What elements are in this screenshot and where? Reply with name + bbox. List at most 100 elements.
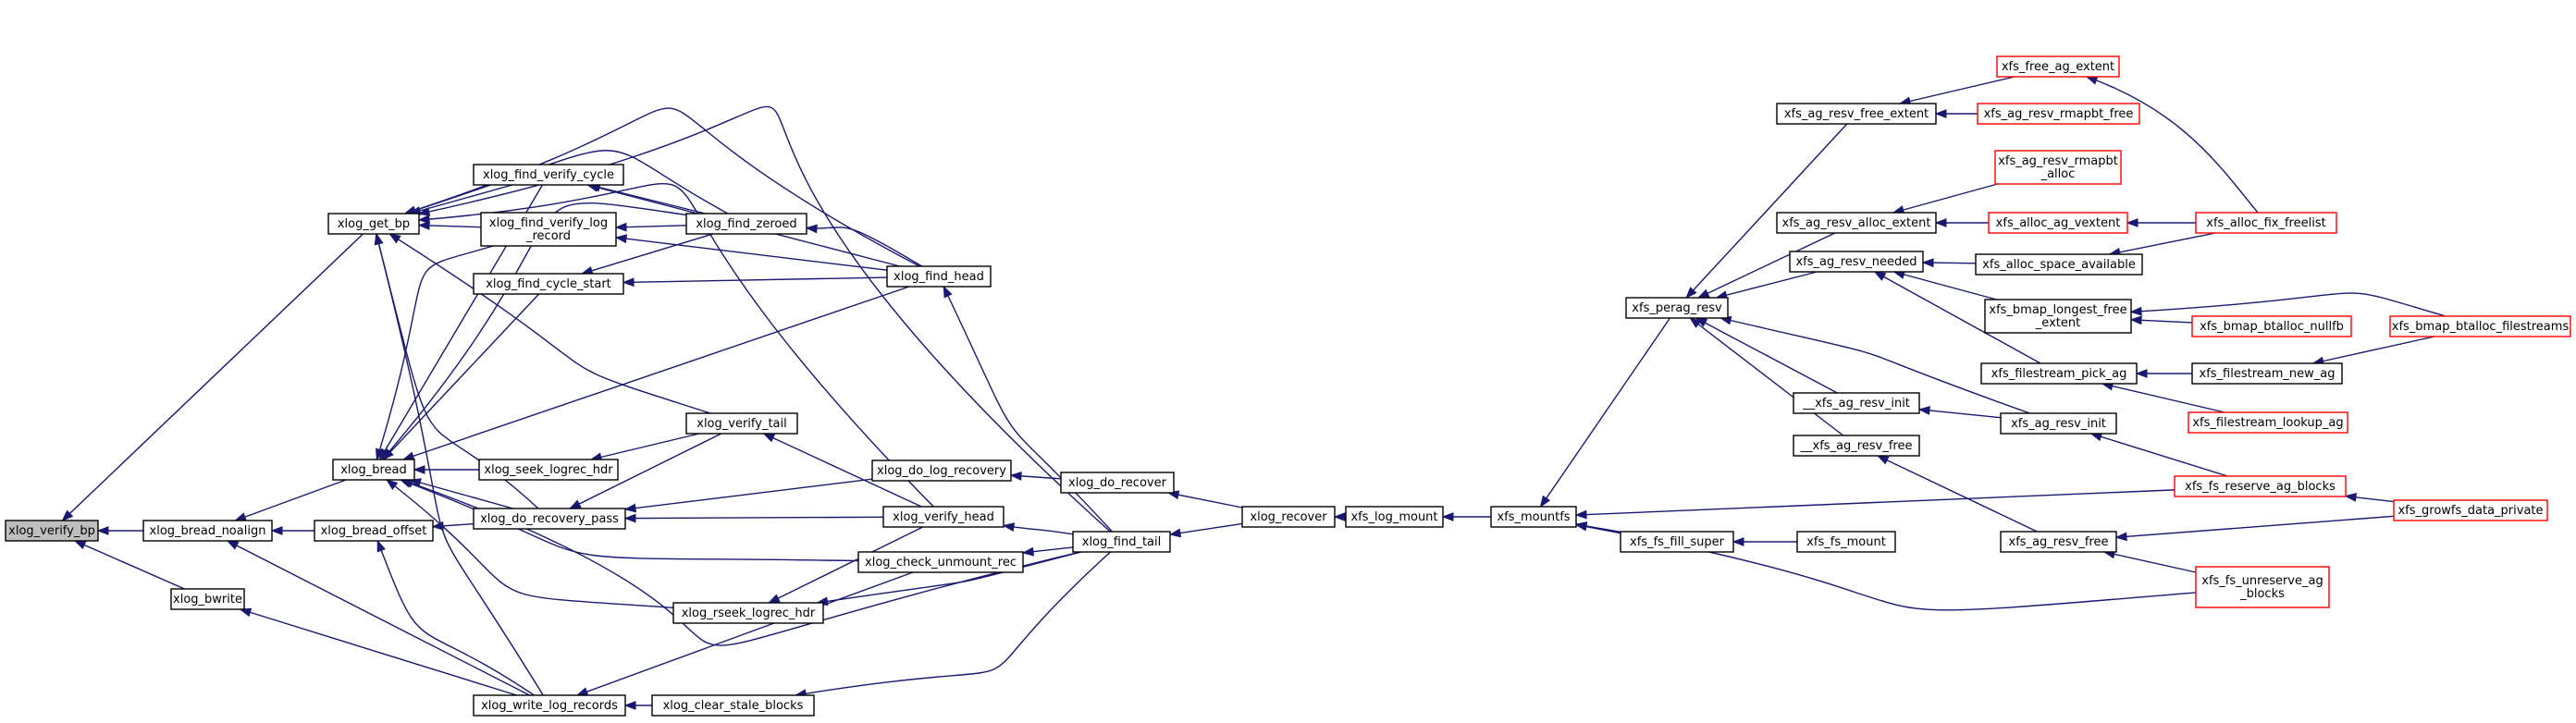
node-box-xfs_mountfs[interactable]	[1490, 506, 1577, 528]
node-xfs_bmap_btalloc_filestreams[interactable]: xfs_bmap_btalloc_filestreams	[2389, 315, 2571, 337]
node-box-xlog_do_recovery_pass[interactable]	[473, 508, 626, 530]
node-xlog_find_zeroed[interactable]: xlog_find_zeroed	[685, 213, 807, 235]
node-xlog_do_log_recovery[interactable]: xlog_do_log_recovery	[871, 460, 1012, 482]
node-xlog_write_log_records[interactable]: xlog_write_log_records	[473, 694, 626, 717]
node-xlog_clear_stale_blocks[interactable]: xlog_clear_stale_blocks	[651, 694, 815, 717]
node-xfs_growfs_data_private[interactable]: xfs_growfs_data_private	[2393, 499, 2548, 521]
node-box-xfs_alloc_fix_freelist[interactable]	[2195, 212, 2337, 234]
node-xfs_alloc_ag_vextent[interactable]: xfs_alloc_ag_vextent	[1988, 212, 2128, 234]
node-xlog_find_verify_log_record[interactable]: xlog_find_verify_log_record	[480, 212, 617, 247]
node-xlog_do_recover[interactable]: xlog_do_recover	[1060, 472, 1175, 494]
node-box-xlog_do_log_recovery[interactable]	[871, 460, 1012, 482]
node-box-xfs_perag_resv[interactable]	[1625, 297, 1729, 319]
node-xfs_log_mount[interactable]: xfs_log_mount	[1345, 506, 1444, 528]
node-xfs_filestream_lookup_ag[interactable]: xfs_filestream_lookup_ag	[2188, 411, 2348, 434]
node-box-xfs_bmap_btalloc_filestreams[interactable]	[2389, 315, 2571, 337]
node-xfs_ag_resv_free[interactable]: xfs_ag_resv_free	[2000, 531, 2117, 553]
node-box-xlog_bread[interactable]	[332, 459, 415, 481]
node-box-xfs_filestream_pick_ag[interactable]	[1980, 362, 2138, 385]
node-box-xfs_fs_reserve_ag_blocks[interactable]	[2174, 475, 2347, 497]
node-xfs_ag_resv_init[interactable]: xfs_ag_resv_init	[2000, 412, 2117, 435]
node-box-xlog_clear_stale_blocks[interactable]	[651, 694, 815, 717]
node-box-xlog_do_recover[interactable]	[1060, 472, 1175, 494]
node-box-xfs_free_ag_extent[interactable]	[1996, 55, 2120, 78]
node-xlog_get_bp[interactable]: xlog_get_bp	[327, 213, 420, 235]
node-xlog_bread_offset[interactable]: xlog_bread_offset	[314, 520, 434, 542]
node-box-xfs_alloc_ag_vextent[interactable]	[1988, 212, 2128, 234]
node-box-xfs_ag_resv_rmapbt_free[interactable]	[1977, 103, 2140, 125]
node-xfs_ag_resv_free_extent[interactable]: xfs_ag_resv_free_extent	[1776, 103, 1937, 125]
node-box-xlog_find_verify_cycle[interactable]	[473, 164, 624, 186]
node-xlog_find_head[interactable]: xlog_find_head	[886, 265, 992, 288]
node-box-xlog_bread_offset[interactable]	[314, 520, 434, 542]
node-box-xlog_seek_logrec_hdr[interactable]	[478, 459, 619, 481]
node-__xfs_ag_resv_init[interactable]: __xfs_ag_resv_init	[1793, 392, 1920, 414]
node-xlog_find_tail[interactable]: xlog_find_tail	[1072, 531, 1171, 553]
node-box-xfs_ag_resv_free_extent[interactable]	[1776, 103, 1937, 125]
node-xfs_free_ag_extent[interactable]: xfs_free_ag_extent	[1996, 55, 2120, 78]
node-box-xfs_growfs_data_private[interactable]	[2393, 499, 2548, 521]
node-box-xfs_bmap_longest_free_extent[interactable]	[1984, 299, 2132, 334]
node-xlog_bread[interactable]: xlog_bread	[332, 459, 415, 481]
node-xfs_ag_resv_alloc_extent[interactable]: xfs_ag_resv_alloc_extent	[1776, 212, 1937, 234]
node-xfs_bmap_longest_free_extent[interactable]: xfs_bmap_longest_free_extent	[1984, 299, 2132, 334]
node-box-xfs_alloc_space_available[interactable]	[1975, 253, 2143, 276]
node-box-xfs_fs_mount[interactable]	[1796, 531, 1896, 553]
node-xlog_rseek_logrec_hdr[interactable]: xlog_rseek_logrec_hdr	[672, 602, 824, 624]
node-box-xlog_find_zeroed[interactable]	[685, 213, 807, 235]
node-xlog_check_unmount_rec[interactable]: xlog_check_unmount_rec	[857, 551, 1024, 573]
node-box-xfs_ag_resv_init[interactable]	[2000, 412, 2117, 435]
node-xfs_filestream_pick_ag[interactable]: xfs_filestream_pick_ag	[1980, 362, 2138, 385]
node-box-xlog_bwrite[interactable]	[170, 588, 245, 610]
node-box-xlog_find_verify_log_record[interactable]	[480, 212, 617, 247]
node-box-xlog_check_unmount_rec[interactable]	[857, 551, 1024, 573]
node-xfs_alloc_space_available[interactable]: xfs_alloc_space_available	[1975, 253, 2143, 276]
node-box-xlog_verify_head[interactable]	[882, 506, 1005, 528]
node-xfs_fs_reserve_ag_blocks[interactable]: xfs_fs_reserve_ag_blocks	[2174, 475, 2347, 497]
node-box-xlog_rseek_logrec_hdr[interactable]	[672, 602, 824, 624]
node-xfs_perag_resv[interactable]: xfs_perag_resv	[1625, 297, 1729, 319]
node-box-xlog_verify_tail[interactable]	[685, 412, 798, 435]
node-xlog_seek_logrec_hdr[interactable]: xlog_seek_logrec_hdr	[478, 459, 619, 481]
node-xlog_find_verify_cycle[interactable]: xlog_find_verify_cycle	[473, 164, 624, 186]
node-xfs_fs_unreserve_ag_blocks[interactable]: xfs_fs_unreserve_ag_blocks	[2195, 566, 2330, 608]
node-xfs_fs_fill_super[interactable]: xfs_fs_fill_super	[1620, 531, 1734, 553]
node-box-xlog_verify_bp[interactable]	[5, 520, 99, 542]
node-box-xlog_recover[interactable]	[1241, 506, 1336, 528]
node-box-xfs_ag_resv_needed[interactable]	[1789, 251, 1924, 273]
node-box-xfs_filestream_lookup_ag[interactable]	[2188, 411, 2348, 434]
node-xfs_filestream_new_ag[interactable]: xfs_filestream_new_ag	[2191, 362, 2343, 385]
node-box-__xfs_ag_resv_init[interactable]	[1793, 392, 1920, 414]
node-xfs_ag_resv_rmapbt_free[interactable]: xfs_ag_resv_rmapbt_free	[1977, 103, 2140, 125]
node-xfs_fs_mount[interactable]: xfs_fs_mount	[1796, 531, 1896, 553]
node-xlog_find_cycle_start[interactable]: xlog_find_cycle_start	[473, 273, 624, 295]
node-box-xfs_bmap_btalloc_nullfb[interactable]	[2191, 315, 2352, 337]
node-box-xlog_find_head[interactable]	[886, 265, 992, 288]
node-xlog_recover[interactable]: xlog_recover	[1241, 506, 1336, 528]
node-box-__xfs_ag_resv_free[interactable]	[1793, 435, 1920, 457]
node-box-xfs_fs_unreserve_ag_blocks[interactable]	[2195, 566, 2330, 608]
node-__xfs_ag_resv_free[interactable]: __xfs_ag_resv_free	[1793, 435, 1920, 457]
node-box-xfs_ag_resv_rmapbt_alloc[interactable]	[1994, 150, 2122, 185]
node-box-xlog_bread_noalign[interactable]	[142, 520, 273, 542]
node-xlog_verify_tail[interactable]: xlog_verify_tail	[685, 412, 798, 435]
node-xlog_do_recovery_pass[interactable]: xlog_do_recovery_pass	[473, 508, 626, 530]
node-box-xfs_ag_resv_free[interactable]	[2000, 531, 2117, 553]
node-xfs_ag_resv_needed[interactable]: xfs_ag_resv_needed	[1789, 251, 1924, 273]
node-xfs_alloc_fix_freelist[interactable]: xfs_alloc_fix_freelist	[2195, 212, 2337, 234]
node-xfs_bmap_btalloc_nullfb[interactable]: xfs_bmap_btalloc_nullfb	[2191, 315, 2352, 337]
node-box-xlog_get_bp[interactable]	[327, 213, 420, 235]
node-xlog_bwrite[interactable]: xlog_bwrite	[170, 588, 245, 610]
node-xlog_bread_noalign[interactable]: xlog_bread_noalign	[142, 520, 273, 542]
node-box-xlog_write_log_records[interactable]	[473, 694, 626, 717]
node-box-xlog_find_cycle_start[interactable]	[473, 273, 624, 295]
node-box-xfs_fs_fill_super[interactable]	[1620, 531, 1734, 553]
node-xlog_verify_head[interactable]: xlog_verify_head	[882, 506, 1005, 528]
node-xfs_ag_resv_rmapbt_alloc[interactable]: xfs_ag_resv_rmapbt_alloc	[1994, 150, 2122, 185]
node-box-xfs_log_mount[interactable]	[1345, 506, 1444, 528]
node-box-xfs_filestream_new_ag[interactable]	[2191, 362, 2343, 385]
node-box-xfs_ag_resv_alloc_extent[interactable]	[1776, 212, 1937, 234]
node-box-xlog_find_tail[interactable]	[1072, 531, 1171, 553]
node-xlog_verify_bp[interactable]: xlog_verify_bp	[5, 520, 99, 542]
node-xfs_mountfs[interactable]: xfs_mountfs	[1490, 506, 1577, 528]
